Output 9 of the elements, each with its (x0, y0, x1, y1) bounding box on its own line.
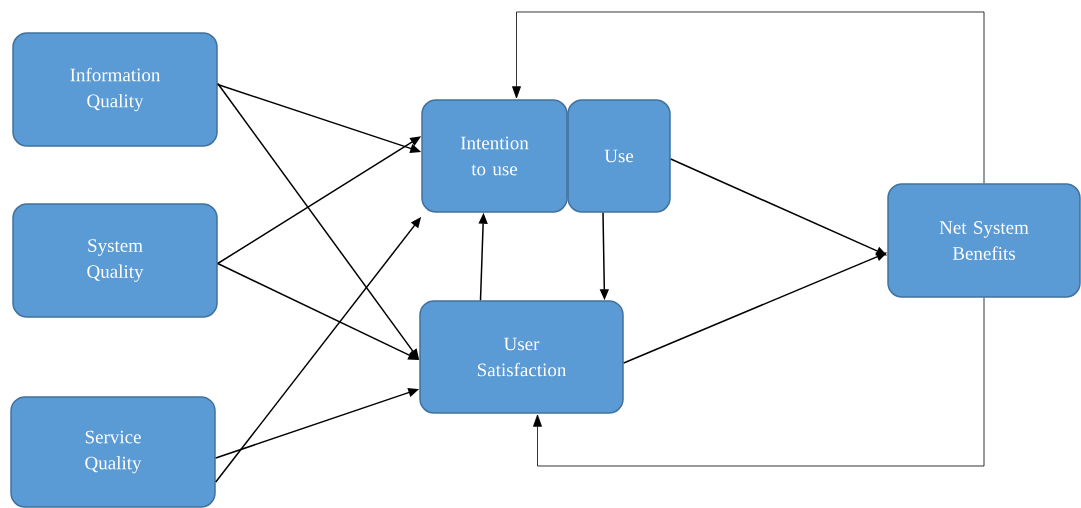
process-box: Net System Benefits (887, 183, 1081, 298)
arrow (533, 297, 985, 467)
process-box: Use (567, 99, 671, 213)
process-box: Service Quality (10, 396, 216, 508)
arrow (512, 11, 985, 184)
process-box: Information Quality (12, 32, 218, 147)
process-box: User Satisfaction (419, 300, 624, 414)
process-box: Intention to use (421, 99, 568, 213)
process-box: System Quality (12, 203, 218, 318)
